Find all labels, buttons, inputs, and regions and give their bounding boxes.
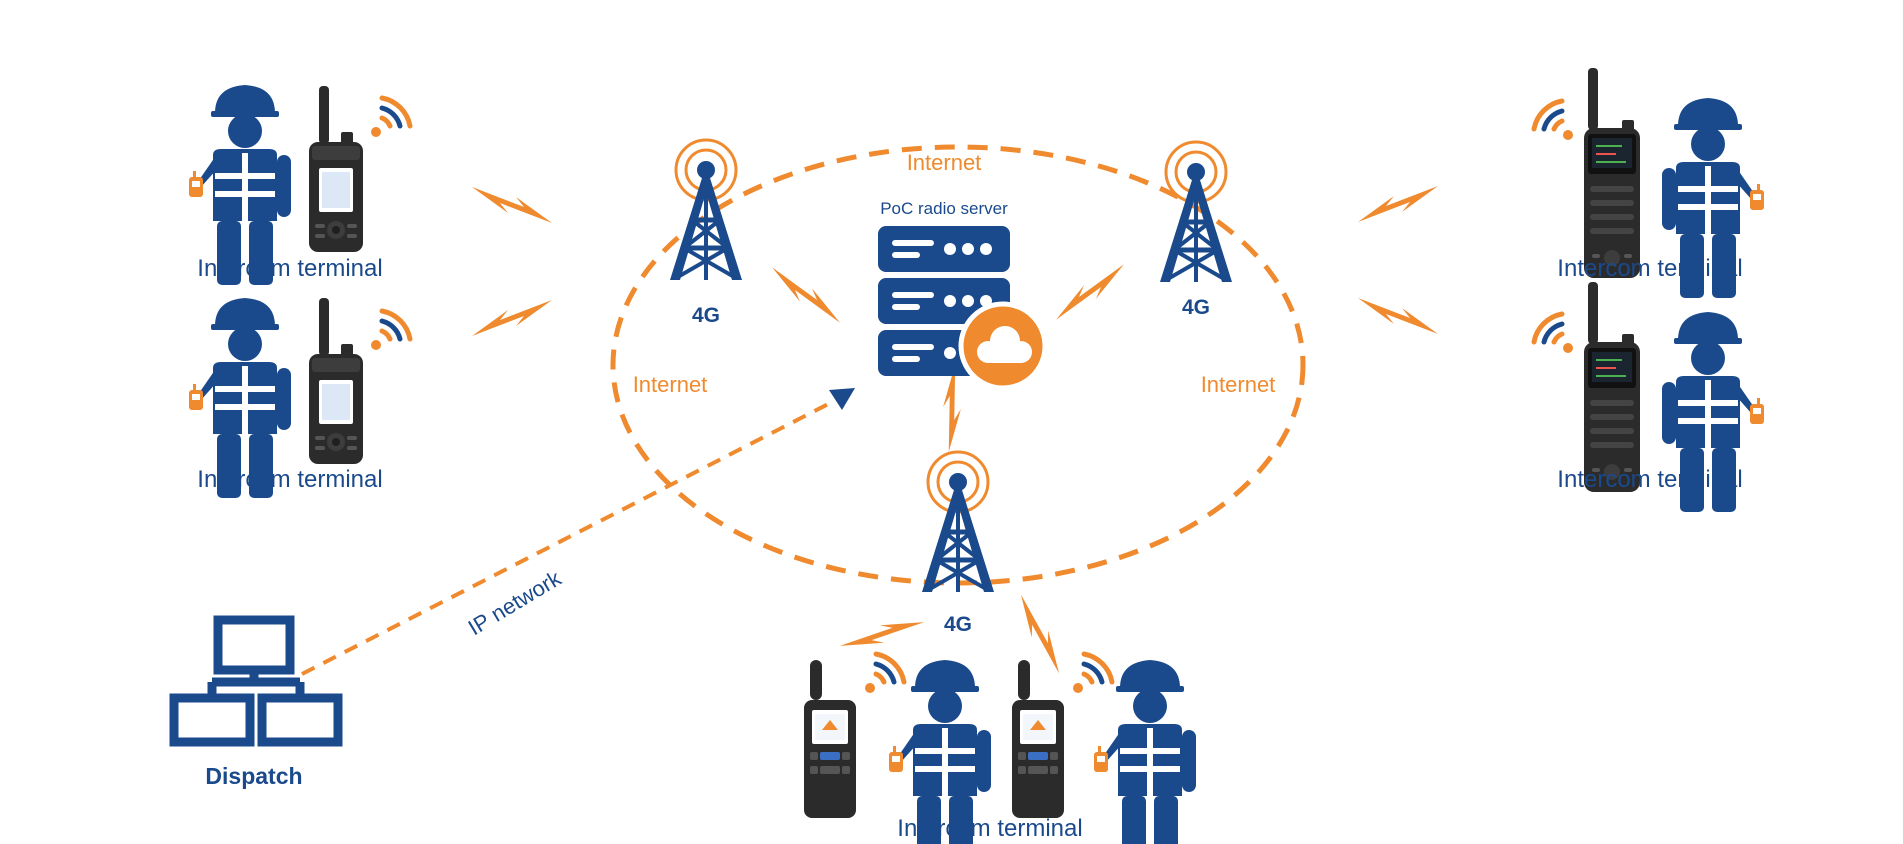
- cell-tower-icon: [922, 452, 994, 592]
- ip-network-link: [301, 396, 841, 676]
- signal-wave-icon: [371, 98, 410, 137]
- signal-wave-icon: [371, 311, 410, 350]
- walkie-talkie-icon: [804, 660, 856, 818]
- lightning-bolt-icon: [762, 267, 850, 323]
- terminal-mid-right: Intercom terminal: [1534, 281, 1764, 512]
- dispatch: Dispatch: [169, 615, 343, 789]
- terminal-top-left: Intercom terminal: [189, 85, 410, 285]
- terminal-top-right: Intercom terminal: [1534, 67, 1764, 298]
- walkie-talkie-icon: [1583, 67, 1641, 279]
- tower-4g-label: 4G: [944, 613, 972, 636]
- dispatch-label: Dispatch: [205, 763, 302, 789]
- signal-wave-icon: [1534, 101, 1573, 140]
- server-label: PoC radio server: [880, 199, 1008, 218]
- walkie-talkie-icon: [1583, 281, 1641, 493]
- signal-wave-icon: [1073, 654, 1112, 693]
- signal-wave-icon: [1534, 314, 1573, 353]
- poc-server: PoC radio server: [878, 199, 1048, 391]
- ip-network-label: IP network: [464, 565, 566, 640]
- tower-left: 4G: [670, 140, 742, 327]
- lightning-bolt-icon: [997, 594, 1083, 674]
- terminal-label-bottom: Intercom terminal: [897, 815, 1082, 842]
- tower-right: 4G: [1160, 142, 1232, 319]
- walkie-talkie-icon: [309, 298, 363, 464]
- signal-wave-icon: [865, 654, 904, 693]
- lightning-bolt-icon: [1046, 264, 1134, 320]
- walkie-talkie-icon: [309, 86, 363, 252]
- lightning-bolt-icon: [1358, 298, 1438, 334]
- terminal-mid-left: Intercom terminal: [189, 298, 410, 498]
- lightning-bolt-icon: [472, 187, 552, 223]
- tower-4g-label: 4G: [1182, 296, 1210, 319]
- worker-icon: [1094, 660, 1196, 844]
- internet-label-right: Internet: [1201, 372, 1276, 397]
- terminal-label: Intercom terminal: [1557, 466, 1742, 493]
- terminal-label: Intercom terminal: [1557, 255, 1742, 282]
- cloud-icon: [958, 301, 1048, 391]
- terminal-label: Intercom terminal: [197, 466, 382, 493]
- walkie-talkie-icon: [1012, 660, 1064, 818]
- cell-tower-icon: [670, 140, 742, 280]
- lightning-bolt-icon: [1358, 186, 1438, 222]
- internet-label-top: Internet: [907, 150, 982, 175]
- lightning-bolt-icon: [472, 300, 552, 336]
- network-diagram-icon: [169, 615, 343, 747]
- cell-tower-icon: [1160, 142, 1232, 282]
- internet-label-left: Internet: [633, 372, 708, 397]
- tower-4g-label: 4G: [692, 304, 720, 327]
- tower-bottom: 4G: [922, 452, 994, 636]
- terminal-label: Intercom terminal: [197, 255, 382, 282]
- lightning-bolt-icon: [839, 594, 925, 674]
- ip-network-arrowhead: [829, 388, 855, 410]
